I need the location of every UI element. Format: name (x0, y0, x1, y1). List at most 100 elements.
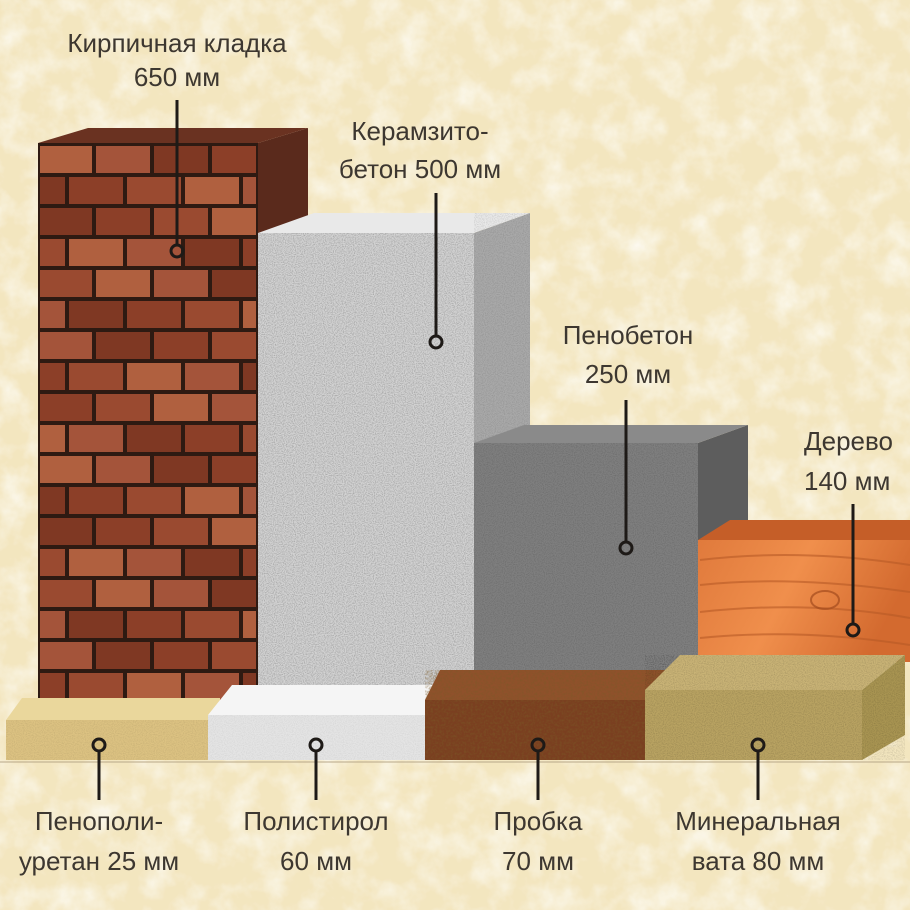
label-foam-concrete-line2: 250 мм (585, 359, 671, 389)
brick (185, 177, 239, 204)
labels: Кирпичная кладка 650 мм Керамзито- бетон… (19, 28, 893, 876)
brick (154, 208, 208, 235)
brick (40, 518, 92, 545)
brick (154, 146, 208, 173)
brick (69, 301, 123, 328)
brick (212, 208, 256, 235)
brick (243, 239, 256, 266)
brick (127, 363, 181, 390)
wood-block (698, 520, 910, 662)
brick (185, 239, 239, 266)
brick (96, 642, 150, 669)
brick (243, 177, 256, 204)
brick (69, 549, 123, 576)
label-expanded-clay-concrete-line1: Керамзито- (351, 116, 488, 146)
brick (185, 363, 239, 390)
brick (185, 487, 239, 514)
brick (40, 642, 92, 669)
mineral-wool-slab (645, 655, 905, 760)
brick (127, 611, 181, 638)
label-brick-line1: Кирпичная кладка (67, 28, 287, 58)
label-polyurethane-foam-line2: уретан 25 мм (19, 846, 179, 876)
brick (40, 177, 65, 204)
brick (154, 642, 208, 669)
brick (154, 580, 208, 607)
brick (212, 580, 256, 607)
brick (243, 487, 256, 514)
label-cork-line1: Пробка (494, 806, 583, 836)
brick (127, 549, 181, 576)
brick (243, 549, 256, 576)
polystyrene-slab (208, 685, 440, 760)
brick (243, 363, 256, 390)
label-brick-line2: 650 мм (134, 62, 220, 92)
brick (40, 363, 65, 390)
leader-lines (91, 100, 861, 800)
label-cork-line2: 70 мм (502, 846, 574, 876)
label-mineral-wool-line2: вата 80 мм (692, 846, 825, 876)
brick (40, 332, 92, 359)
brick (127, 673, 181, 700)
brick (40, 580, 92, 607)
expanded-clay-concrete-marker (428, 334, 444, 350)
label-expanded-clay-concrete-line2: бетон 500 мм (339, 154, 501, 184)
brick (127, 425, 181, 452)
brick (40, 487, 65, 514)
wood-marker (845, 622, 861, 638)
brick (212, 146, 256, 173)
brick (185, 549, 239, 576)
brick (243, 611, 256, 638)
label-mineral-wool-line1: Минеральная (675, 806, 841, 836)
brick (96, 518, 150, 545)
foam-concrete-marker (618, 540, 634, 556)
brick (127, 177, 181, 204)
brick (243, 301, 256, 328)
label-polystyrene-line2: 60 мм (280, 846, 352, 876)
brick (212, 270, 256, 297)
brick (40, 673, 65, 700)
brick (69, 239, 123, 266)
brick (212, 332, 256, 359)
brick (69, 487, 123, 514)
brick (154, 456, 208, 483)
brick (40, 239, 65, 266)
brick (154, 518, 208, 545)
brick (40, 611, 65, 638)
brick (96, 146, 150, 173)
brick (243, 425, 256, 452)
brick (96, 456, 150, 483)
brick (69, 425, 123, 452)
brick (69, 611, 123, 638)
brick (40, 270, 92, 297)
label-polystyrene-line1: Полистирол (243, 806, 388, 836)
brick (96, 580, 150, 607)
brick (96, 270, 150, 297)
brick (96, 208, 150, 235)
brick (96, 394, 150, 421)
brick (69, 363, 123, 390)
brick (154, 270, 208, 297)
polyurethane-foam-slab (6, 698, 220, 760)
brick (185, 301, 239, 328)
brick (69, 673, 123, 700)
brick (127, 239, 181, 266)
label-wood-line2: 140 мм (804, 466, 890, 496)
brick (212, 642, 256, 669)
brick (40, 549, 65, 576)
brick (40, 208, 92, 235)
brick (154, 394, 208, 421)
brick (185, 611, 239, 638)
brick (212, 394, 256, 421)
label-polyurethane-foam-line1: Пенополи- (35, 806, 163, 836)
label-wood-line1: Дерево (804, 426, 893, 456)
brick (69, 177, 123, 204)
brick (40, 146, 92, 173)
brick (40, 394, 92, 421)
brick (154, 332, 208, 359)
label-foam-concrete-line1: Пенобетон (563, 320, 694, 350)
brick (212, 518, 256, 545)
brick (127, 301, 181, 328)
brick (40, 425, 65, 452)
brick (127, 487, 181, 514)
